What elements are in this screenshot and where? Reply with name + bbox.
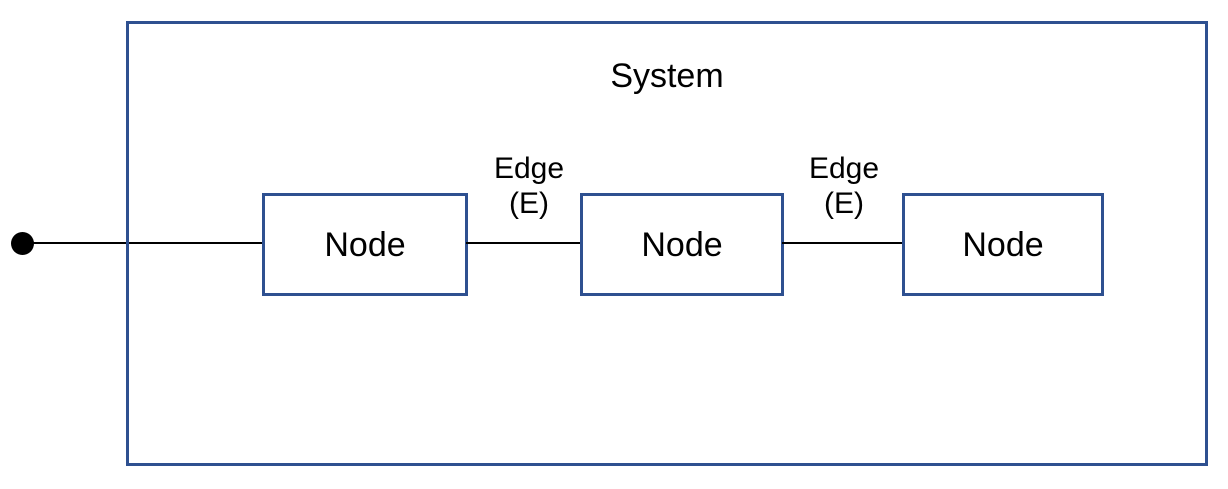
system-boundary-box: System <box>126 21 1208 466</box>
edge-label-2-text: Edge <box>808 152 880 185</box>
connector-node-1-to-node-2 <box>466 242 582 244</box>
system-title: System <box>610 57 724 95</box>
edge-label-2: Edge (E) <box>774 151 914 221</box>
node-label-2: Node <box>641 225 723 264</box>
connector-node-2-to-node-3 <box>782 242 904 244</box>
node-box-3[interactable]: Node <box>902 193 1104 296</box>
node-label-3: Node <box>962 225 1044 264</box>
node-label-1: Node <box>324 225 406 264</box>
node-box-2[interactable]: Node <box>580 193 784 296</box>
source-terminal-dot-icon <box>11 232 34 255</box>
node-box-1[interactable]: Node <box>262 193 468 296</box>
connector-source-to-node-1 <box>30 242 264 244</box>
edge-label-2-sublabel: (E) <box>824 187 864 220</box>
edge-label-1-text: Edge <box>493 152 565 185</box>
edge-label-1: Edge (E) <box>459 151 599 221</box>
edge-label-1-sublabel: (E) <box>509 187 549 220</box>
